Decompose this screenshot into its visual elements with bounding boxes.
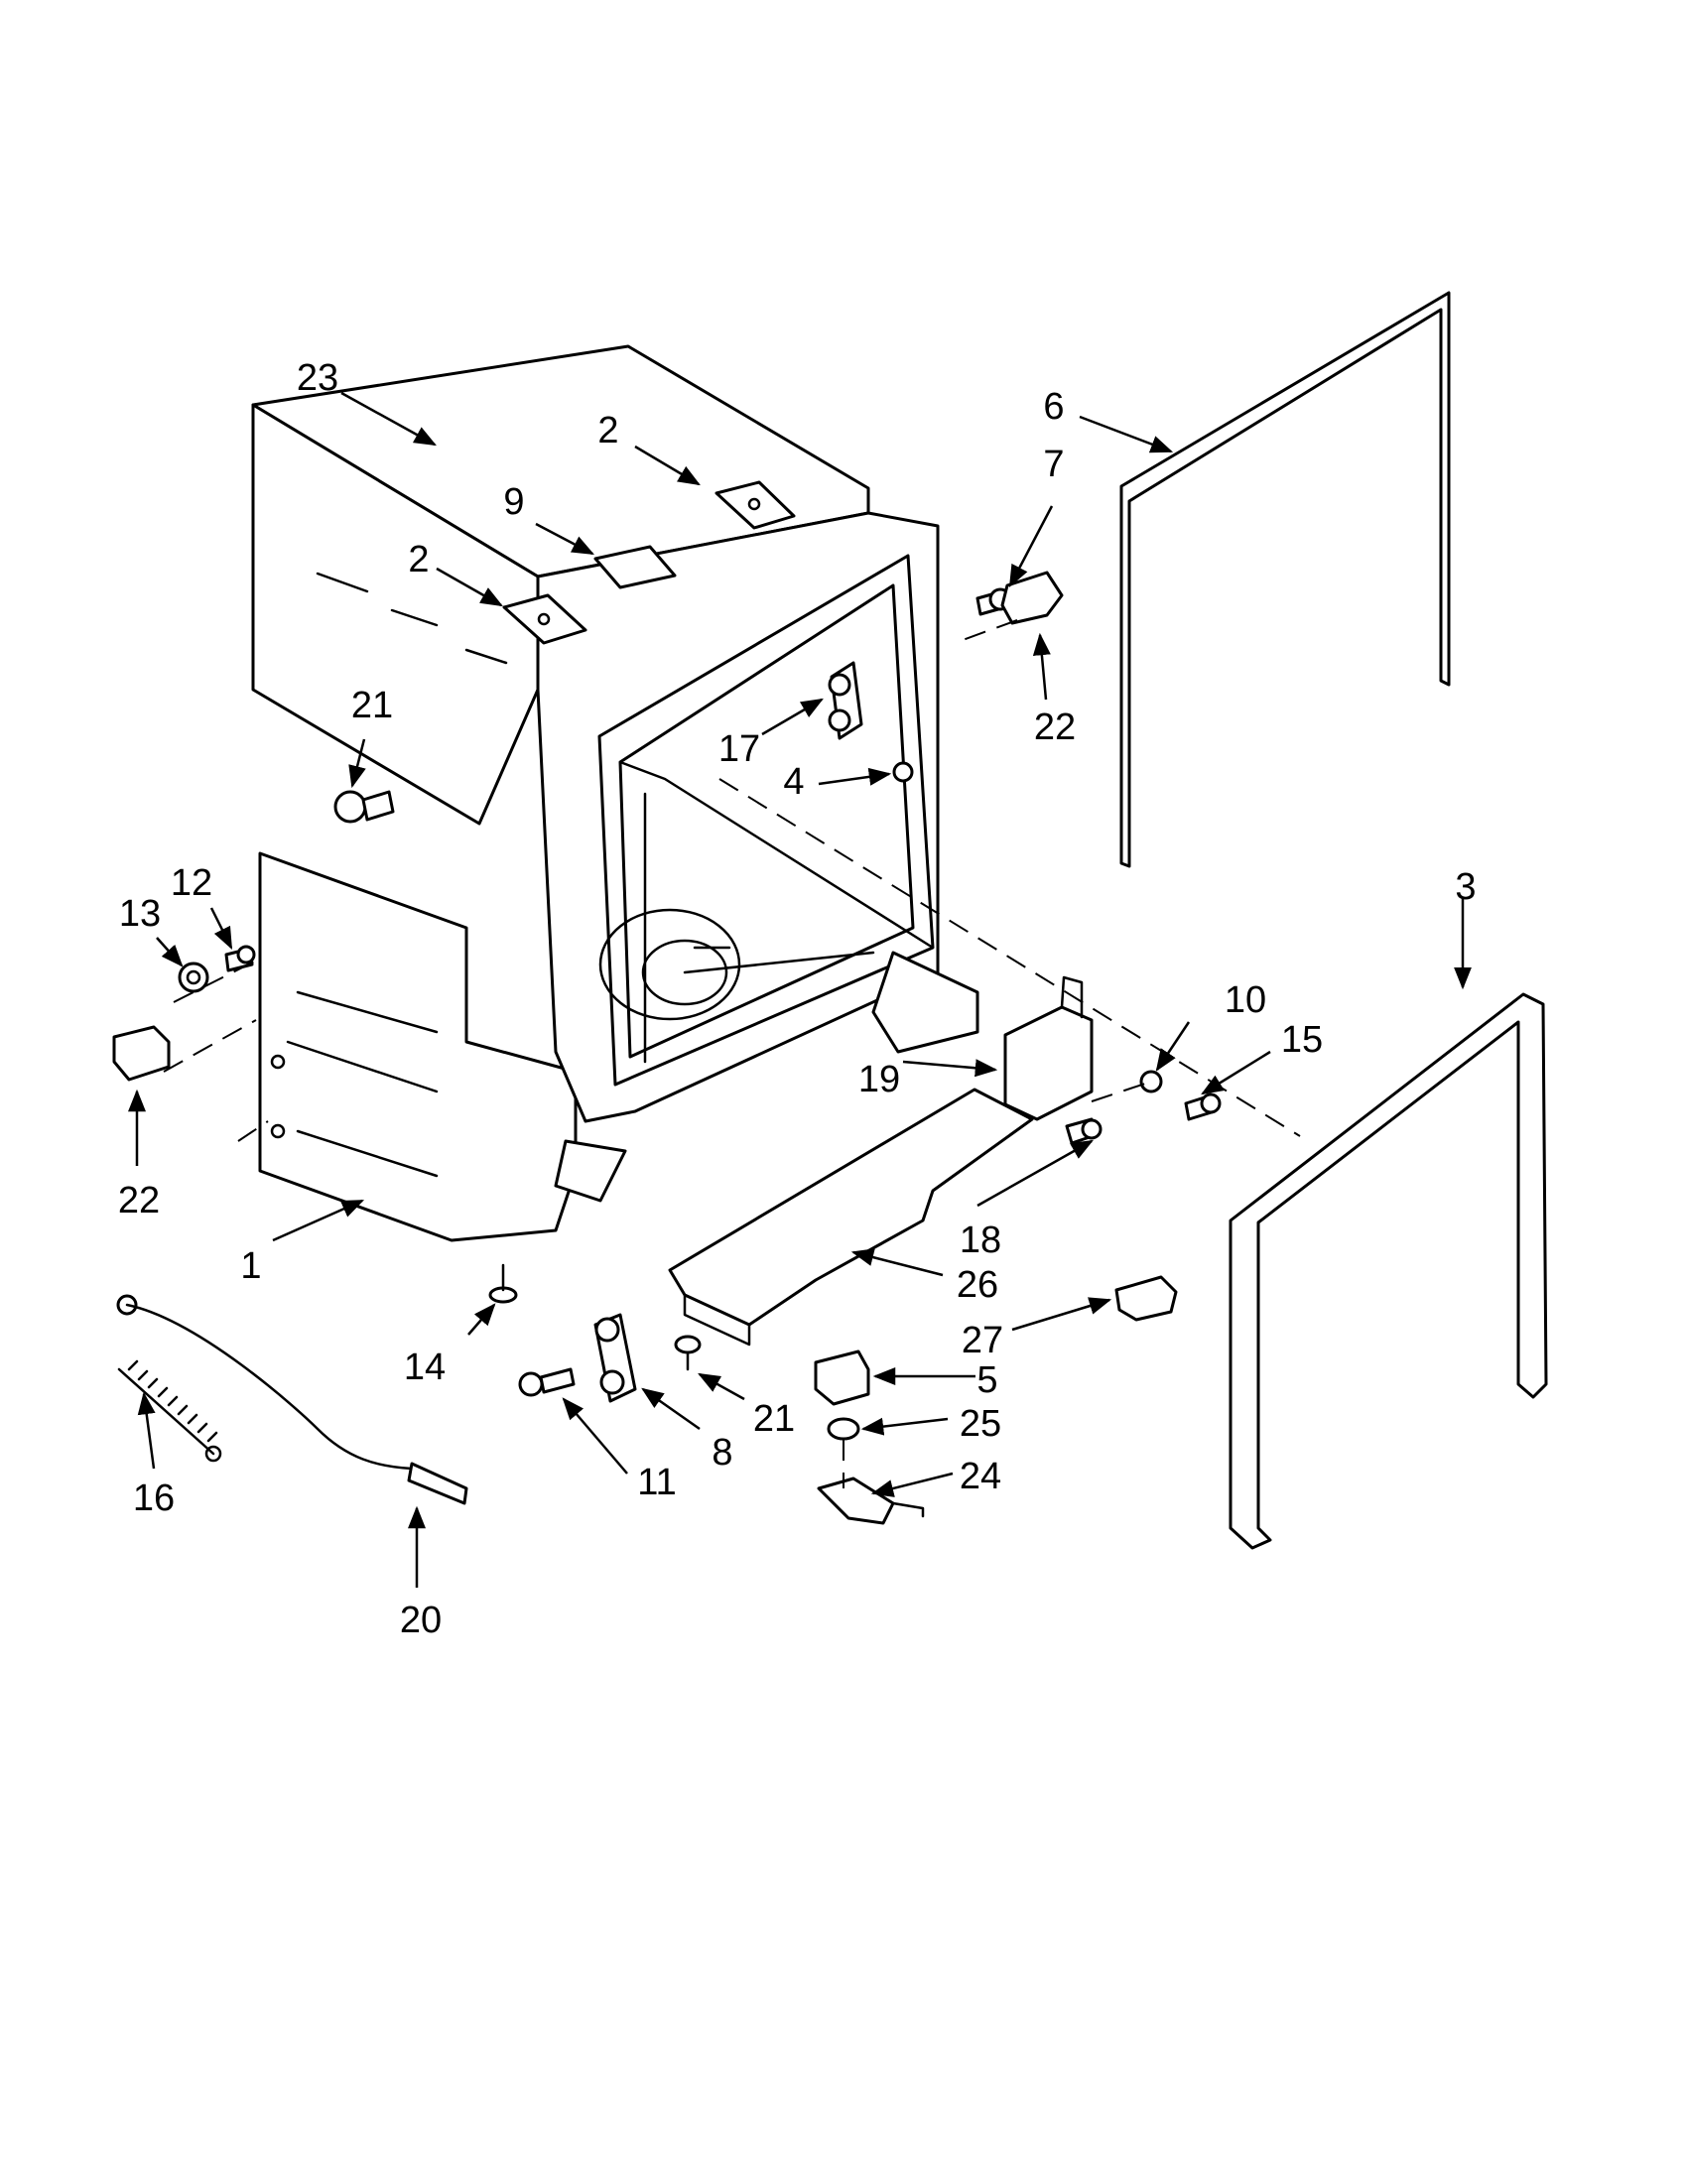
screw-12 — [224, 945, 256, 972]
rollers-17 — [828, 661, 863, 740]
callout-8: 8 — [712, 1432, 732, 1474]
callout-7: 7 — [1043, 444, 1064, 485]
callout-21b: 21 — [753, 1398, 795, 1440]
callout-11: 11 — [637, 1462, 676, 1503]
switch-5 — [814, 1349, 870, 1406]
callout-6: 6 — [1043, 386, 1064, 428]
tub-assembly — [251, 344, 979, 1242]
callout-14: 14 — [404, 1347, 446, 1388]
nut-13 — [178, 962, 209, 993]
callout-20: 20 — [400, 1600, 442, 1641]
callout-9: 9 — [503, 481, 524, 523]
callout-24: 24 — [960, 1456, 1001, 1497]
callout-16: 16 — [133, 1477, 175, 1519]
callout-21a: 21 — [351, 685, 393, 726]
foot-14 — [488, 1263, 518, 1304]
tub-gasket-3 — [1229, 992, 1548, 1550]
screw-15 — [1184, 1092, 1222, 1121]
callout-23: 23 — [297, 357, 338, 399]
callout-22b: 22 — [118, 1180, 160, 1221]
callout-13: 13 — [119, 893, 161, 935]
callout-3: 3 — [1455, 866, 1476, 908]
washer-10 — [1139, 1070, 1163, 1093]
callout-27: 27 — [962, 1320, 1003, 1361]
callout-17: 17 — [718, 728, 760, 770]
hinge-bracket-2a — [714, 480, 796, 530]
callout-labels: 23 2 2 9 6 7 22 21 17 4 13 12 22 3 10 15… — [118, 357, 1477, 1641]
callout-25: 25 — [960, 1403, 1001, 1445]
callout-15: 15 — [1281, 1019, 1323, 1061]
door-gasket-6 — [1119, 291, 1451, 868]
callout-4: 4 — [783, 761, 804, 803]
clip-27 — [1114, 1275, 1178, 1322]
clip-9 — [593, 545, 677, 589]
leader-arrows — [128, 391, 1472, 1588]
stud-21b — [674, 1335, 702, 1371]
callout-22a: 22 — [1034, 707, 1076, 748]
bracket-24 — [817, 1477, 925, 1525]
screw-18 — [1065, 1117, 1103, 1145]
stud-21a — [333, 790, 395, 824]
callout-12: 12 — [171, 862, 212, 904]
plate-26 — [668, 1088, 1034, 1347]
bracket-19 — [1003, 975, 1094, 1121]
sensor-25 — [827, 1417, 860, 1441]
callout-26: 26 — [957, 1264, 998, 1306]
callout-2a: 2 — [597, 410, 618, 451]
callout-10: 10 — [1225, 979, 1266, 1021]
bracket-22a — [1000, 571, 1064, 625]
spring-16 — [117, 1359, 222, 1463]
hinge-bracket-2b — [502, 593, 587, 645]
callout-19: 19 — [858, 1059, 900, 1100]
alignment-lines — [163, 619, 1301, 1488]
bracket-22b — [112, 1025, 171, 1082]
plug-4 — [892, 761, 914, 783]
wire-harness-20 — [116, 1294, 468, 1505]
callout-18: 18 — [960, 1220, 1001, 1261]
callout-1: 1 — [240, 1245, 261, 1287]
callout-2b: 2 — [408, 539, 429, 580]
roller-8 — [593, 1313, 637, 1403]
screw-11 — [518, 1367, 576, 1397]
callout-5: 5 — [976, 1359, 997, 1401]
